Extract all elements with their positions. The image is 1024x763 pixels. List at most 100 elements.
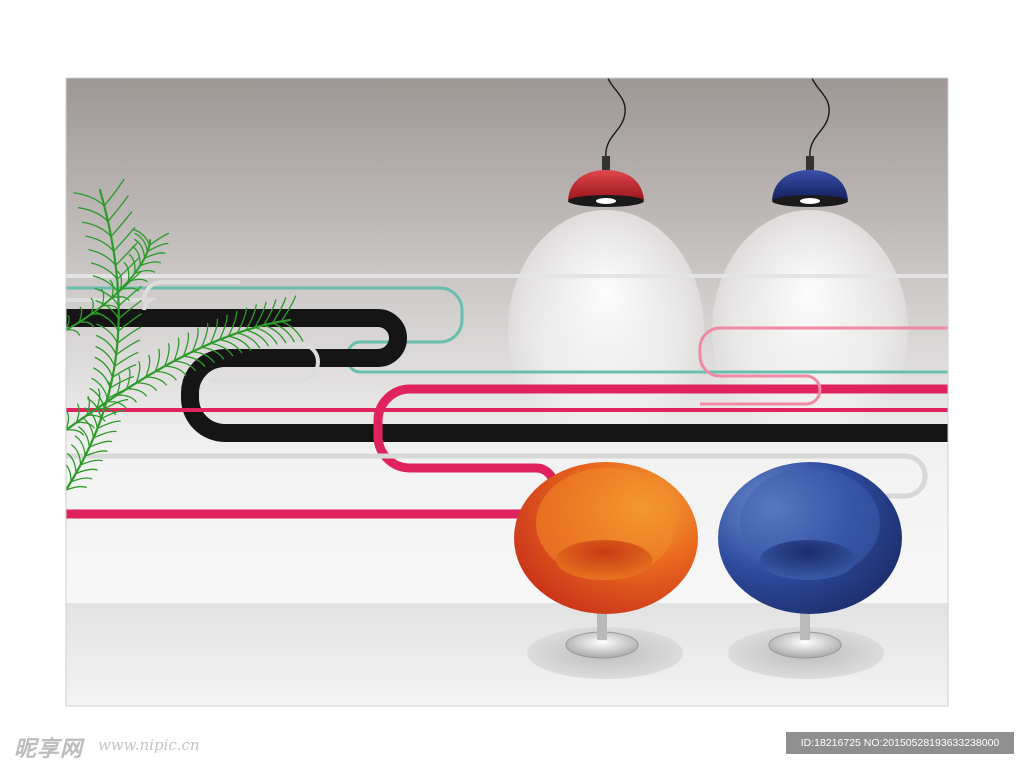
palm-leaflet xyxy=(78,306,83,323)
blue-lamp-bulb xyxy=(800,198,820,204)
palm-leaflet xyxy=(95,334,117,356)
red-lamp-shade xyxy=(568,170,644,200)
orange-chair-stem xyxy=(597,604,607,640)
palm-leaflet xyxy=(218,314,228,341)
palm-leaflet xyxy=(90,262,118,280)
palm-leaflet xyxy=(182,355,206,367)
palm-leaflet xyxy=(96,420,121,430)
palm-leaflet xyxy=(116,326,142,344)
palm-leaflet xyxy=(128,253,136,274)
palm-leaflet xyxy=(78,321,95,328)
watermark-id-bar: ID:18216725 NO:20150528193633238000 xyxy=(786,732,1014,754)
palm-leaflet xyxy=(92,275,119,294)
palm-leaflet xyxy=(145,354,151,378)
palm-leaflet xyxy=(111,296,130,301)
watermark-logo: 昵享网 xyxy=(14,737,84,762)
palm-leaflet xyxy=(100,288,105,307)
palm-leaflet xyxy=(123,262,130,282)
palm-leaflet xyxy=(164,365,187,376)
palm-leaflet xyxy=(139,261,161,267)
palm-leaflet xyxy=(66,485,87,491)
palm-leaflet xyxy=(132,245,141,267)
palm-leaflet xyxy=(173,337,180,362)
palm-leaflet xyxy=(145,376,167,386)
blue-lamp-socket xyxy=(806,156,814,170)
palm-leaflet xyxy=(106,400,127,409)
palm-leaflet xyxy=(118,299,142,320)
palm-leaflet xyxy=(254,326,278,345)
palm-leaflet xyxy=(115,242,138,267)
palm-leaflet xyxy=(134,270,155,274)
stripe-lightpink xyxy=(698,326,948,406)
palm-leaflet xyxy=(134,232,149,253)
palm-leaflet xyxy=(125,367,131,390)
palm-leaflet xyxy=(143,252,166,259)
palm-leaflet xyxy=(88,440,113,448)
palm-leaflet xyxy=(200,322,209,349)
palm-leaflet xyxy=(227,335,252,351)
palm-leaflet xyxy=(117,270,123,291)
palm-leaflet xyxy=(96,407,117,415)
palm-leaflet xyxy=(116,374,121,396)
palm-leaflet xyxy=(280,320,304,342)
blue-lamp-cord xyxy=(809,78,830,159)
palm-leaflet xyxy=(90,297,94,315)
palm-leaflet xyxy=(74,435,86,457)
palm-leaflet xyxy=(118,286,142,307)
red-lamp-cord xyxy=(605,78,626,159)
palm-leaflet xyxy=(96,388,101,410)
palm-leaflet xyxy=(154,348,161,373)
palm-leaflet xyxy=(86,395,91,417)
palm-leaflet xyxy=(81,221,112,238)
blue-lamp-shade xyxy=(772,170,848,200)
stripe-black xyxy=(66,309,948,442)
palm-leaflet xyxy=(91,377,109,400)
palm-leaflet xyxy=(127,278,148,283)
palm-leaflet xyxy=(200,346,225,360)
palm-leaflet xyxy=(173,360,196,372)
blue-chair-stem xyxy=(800,604,810,640)
palm-leaflet xyxy=(70,477,93,483)
stripe-grey-left xyxy=(66,280,240,311)
palm-leaflet xyxy=(75,403,80,424)
palm-leaflet xyxy=(117,313,142,332)
palm-leaflet xyxy=(191,327,199,353)
stripe-grey-mid xyxy=(210,342,321,382)
palm-leaflet xyxy=(75,468,98,475)
palm-leaflet xyxy=(263,299,277,326)
palm-leaflet xyxy=(86,414,106,422)
palm-leaflet xyxy=(271,322,295,343)
red-lamp-bulb xyxy=(596,198,616,204)
palm-leaflet xyxy=(66,315,70,331)
palm-leaflet xyxy=(280,295,297,323)
palm-leaflet xyxy=(78,426,91,448)
palm-leaflet xyxy=(116,394,137,403)
palm-leaflet xyxy=(95,345,116,367)
red-lamp-light xyxy=(508,210,704,450)
palm-leaflet xyxy=(134,238,146,259)
palm-leaflet xyxy=(148,232,170,247)
palm-leaflet xyxy=(227,310,238,337)
palm-leaflet xyxy=(81,416,95,439)
palm-leaflet xyxy=(135,361,141,384)
watermark-url: www.nipic.cn xyxy=(98,736,200,754)
palm-leaflet xyxy=(96,323,119,344)
palm-leaflet xyxy=(94,356,114,378)
palm-leaflet xyxy=(95,300,120,320)
palm-leaflet xyxy=(263,324,287,344)
palm-leaflet xyxy=(236,307,248,334)
palm-leaflet xyxy=(103,178,125,207)
palm-plant xyxy=(66,178,304,492)
palm-leaflet xyxy=(218,338,243,354)
palm-leaflet xyxy=(66,453,77,475)
palm-leaflet xyxy=(77,207,109,223)
palm-leaflet xyxy=(125,388,147,397)
palm-leaflet xyxy=(107,195,129,223)
palm-leaflet xyxy=(79,459,103,466)
blue-lamp-light xyxy=(712,210,908,450)
palm-leaflet xyxy=(146,242,169,253)
palm-leaflet xyxy=(94,287,120,307)
palm-leaflet xyxy=(254,301,267,329)
palm-leaflet xyxy=(245,329,269,347)
palm-leaflet xyxy=(101,304,119,311)
